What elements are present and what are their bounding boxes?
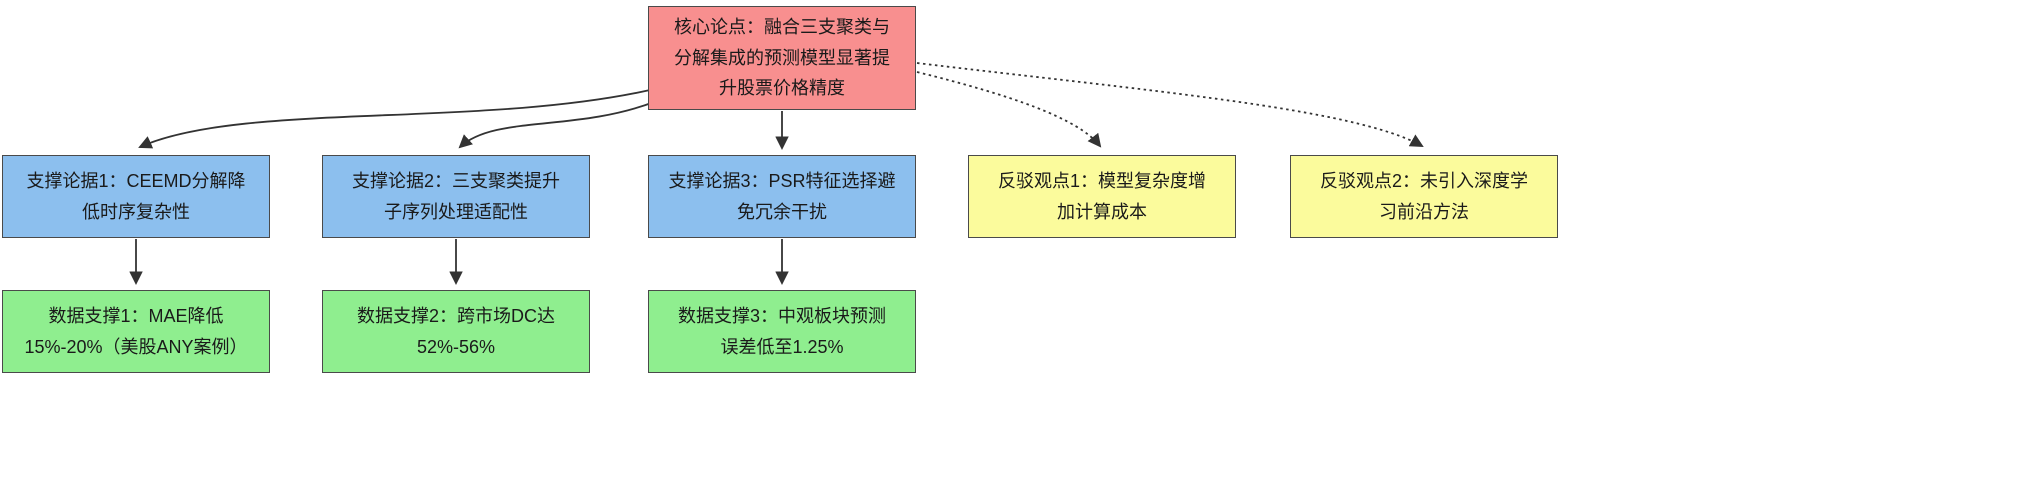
node-data-support-3: 数据支撑3：中观板块预测 误差低至1.25% <box>648 290 916 373</box>
node-supporting-argument-1: 支撑论据1：CEEMD分解降 低时序复杂性 <box>2 155 270 238</box>
node-supporting-argument-2: 支撑论据2：三支聚类提升 子序列处理适配性 <box>322 155 590 238</box>
edge-core-counter2 <box>916 62 1424 147</box>
node-data-support-2: 数据支撑2：跨市场DC达 52%-56% <box>322 290 590 373</box>
edge-core-support2 <box>458 101 655 149</box>
edge-core-counter1 <box>916 71 1102 148</box>
node-core-claim: 核心论点：融合三支聚类与 分解集成的预测模型显著提 升股票价格精度 <box>648 6 916 110</box>
node-supporting-argument-3: 支撑论据3：PSR特征选择避 免冗余干扰 <box>648 155 916 238</box>
edge-core-support1 <box>138 89 651 149</box>
node-counter-argument-2: 反驳观点2：未引入深度学 习前沿方法 <box>1290 155 1558 238</box>
node-data-support-1: 数据支撑1：MAE降低 15%-20%（美股ANY案例） <box>2 290 270 373</box>
node-counter-argument-1: 反驳观点1：模型复杂度增 加计算成本 <box>968 155 1236 238</box>
